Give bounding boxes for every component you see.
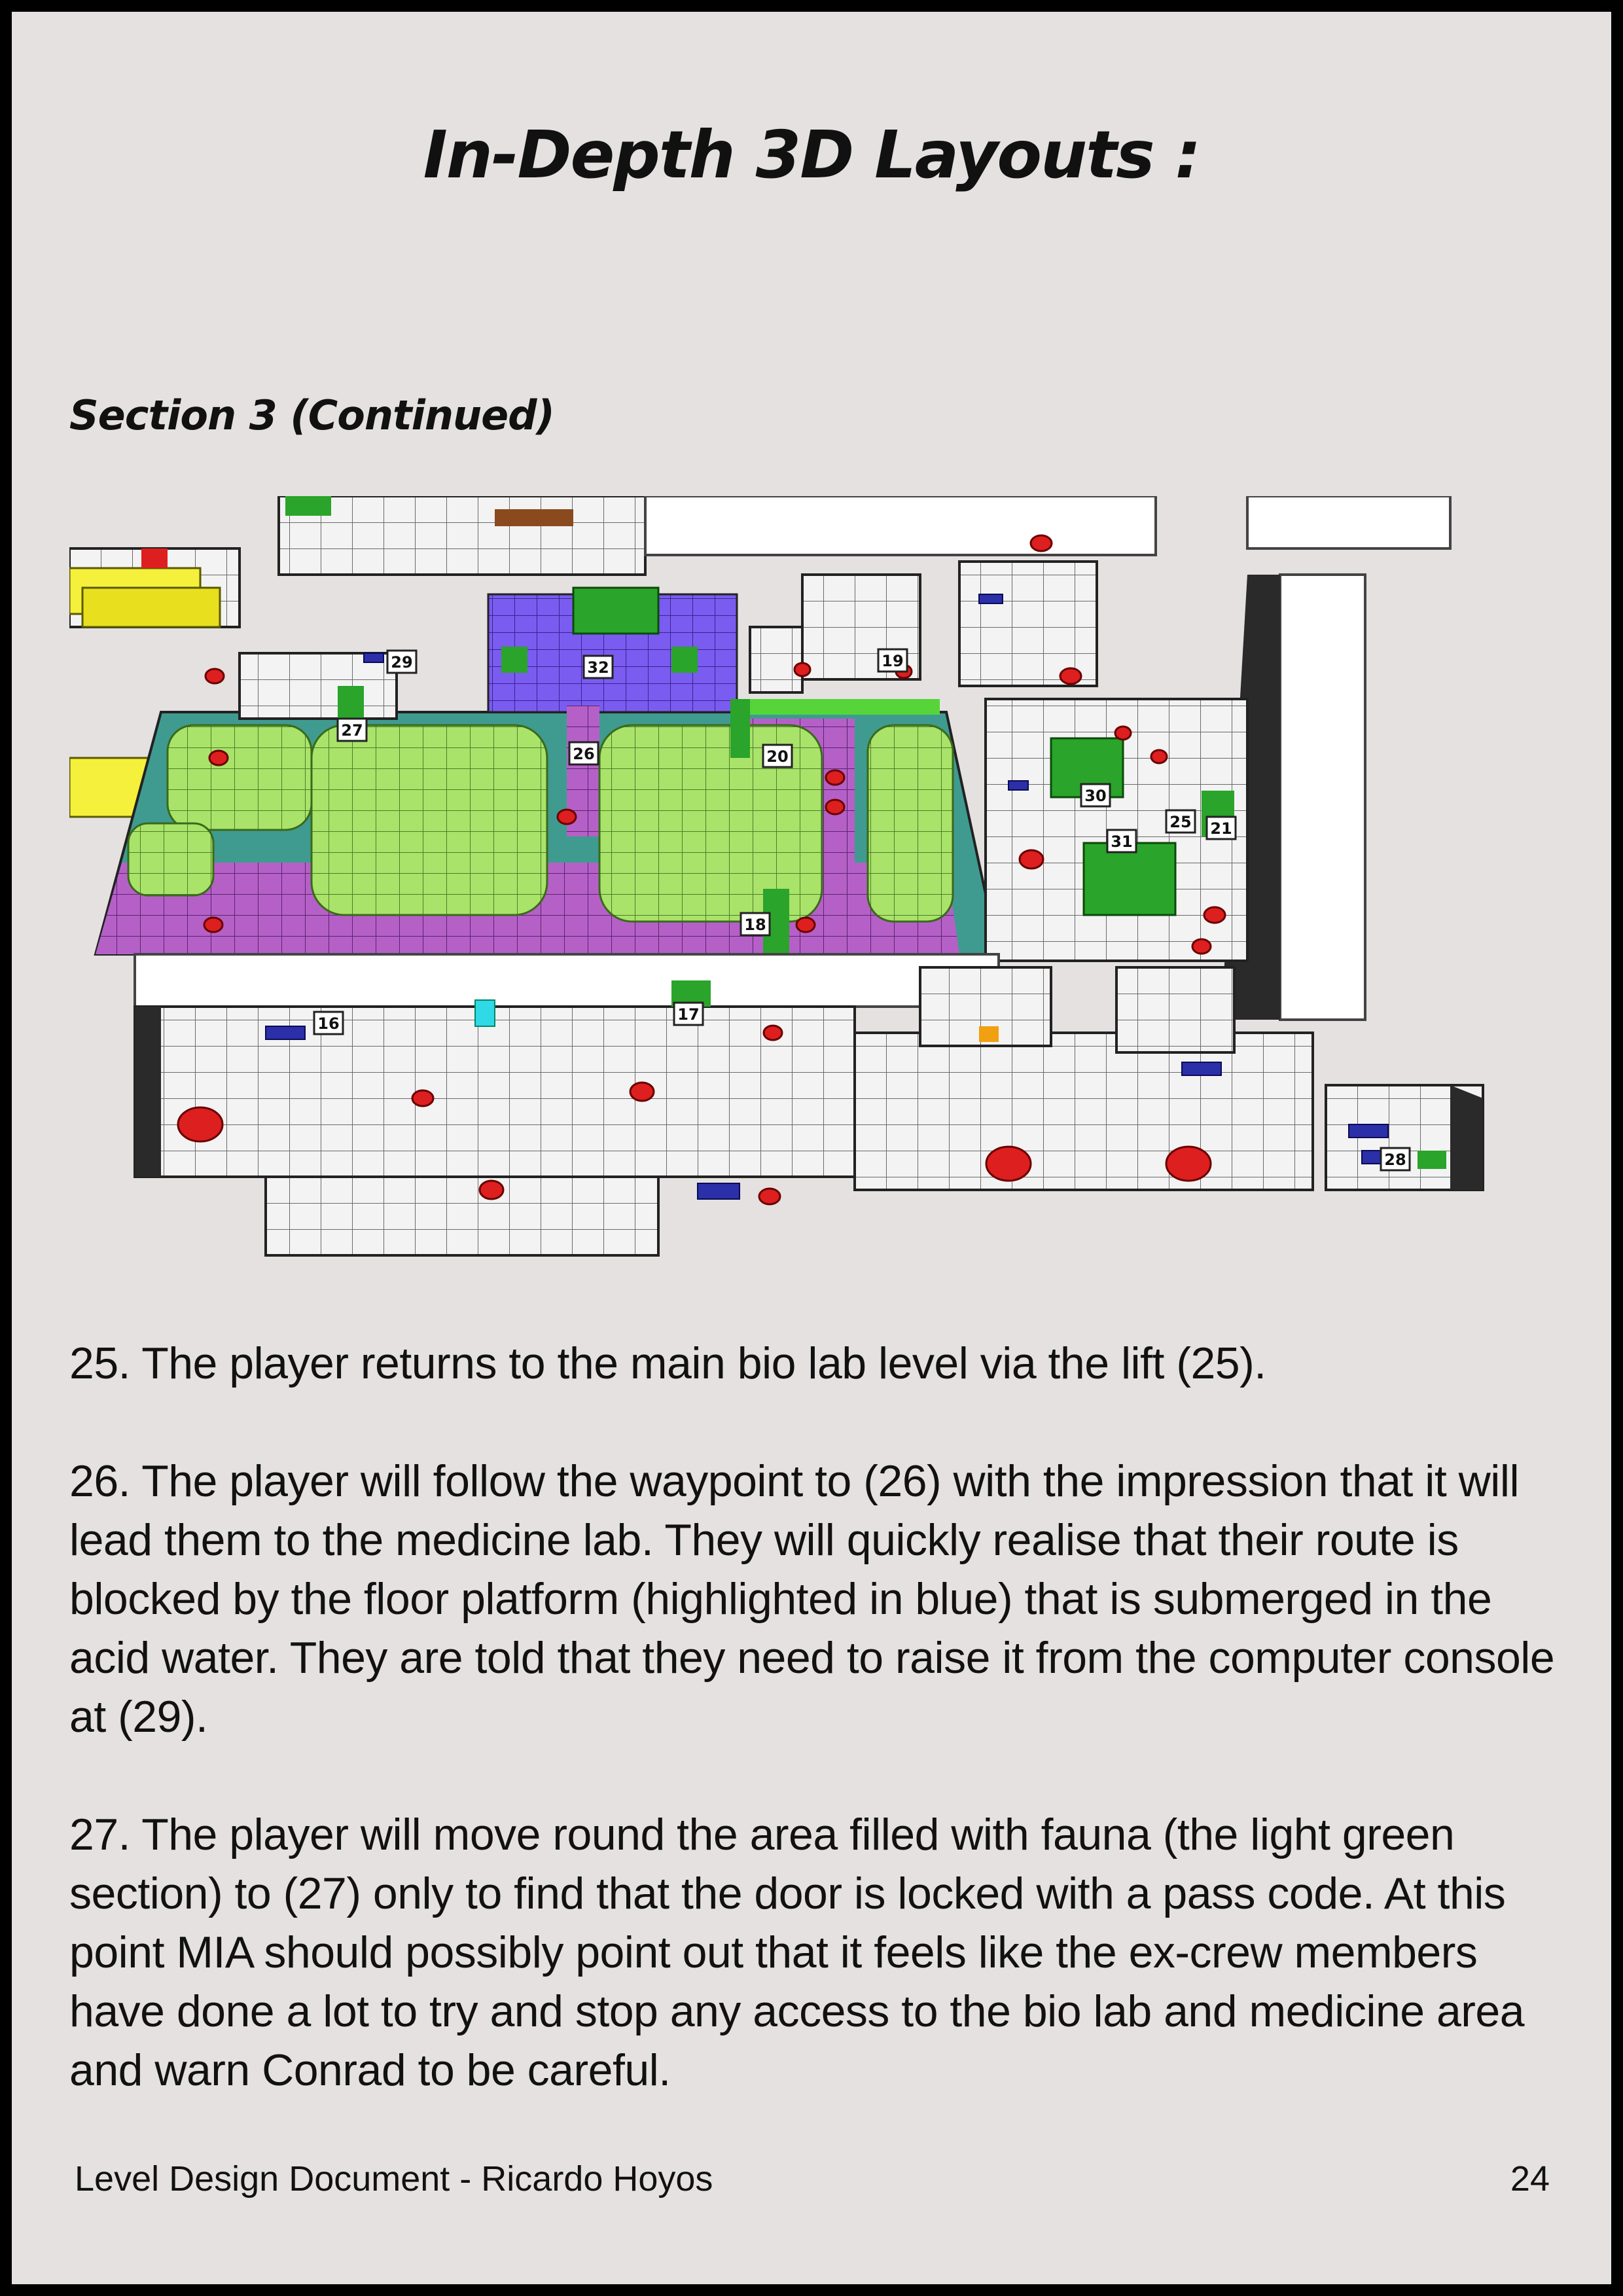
paragraph-27: 27. The player will move round the area … xyxy=(69,1810,1525,2095)
map-label-32: 32 xyxy=(582,655,614,679)
level-layout-3d-map: 16 17 18 19 20 21 25 26 27 28 29 30 31 3… xyxy=(69,496,1548,1282)
right-lab-area xyxy=(749,560,1249,962)
map-label-25: 25 xyxy=(1165,809,1196,834)
svg-text:28: 28 xyxy=(1384,1151,1406,1169)
map-label-20: 20 xyxy=(762,744,793,768)
map-label-18: 18 xyxy=(740,912,771,937)
paragraph-25: 25. The player returns to the main bio l… xyxy=(69,1338,1266,1388)
svg-text:20: 20 xyxy=(766,747,788,766)
svg-text:31: 31 xyxy=(1111,833,1132,851)
svg-text:25: 25 xyxy=(1169,813,1191,831)
green-console-28 xyxy=(1418,1151,1446,1169)
blue-objects xyxy=(265,594,1389,1200)
body-text: 25. The player returns to the main bio l… xyxy=(69,1334,1575,2159)
svg-text:26: 26 xyxy=(573,745,594,763)
section-heading: Section 3 (Continued) xyxy=(69,391,555,439)
svg-text:17: 17 xyxy=(677,1005,699,1024)
svg-text:21: 21 xyxy=(1210,819,1232,838)
svg-text:18: 18 xyxy=(744,916,766,934)
map-label-30: 30 xyxy=(1080,783,1111,808)
map-label-31: 31 xyxy=(1106,829,1137,853)
footer-page-number: 24 xyxy=(1510,2159,1550,2198)
map-label-29: 29 xyxy=(386,649,418,674)
document-page: In-Depth 3D Layouts : Section 3 (Continu… xyxy=(12,12,1611,2284)
map-label-26: 26 xyxy=(568,741,599,766)
svg-text:16: 16 xyxy=(317,1014,339,1033)
map-label-19: 19 xyxy=(877,648,908,673)
svg-text:19: 19 xyxy=(882,652,903,670)
paragraph-26: 26. The player will follow the waypoint … xyxy=(69,1456,1555,1742)
footer-document-label: Level Design Document - Ricardo Hoyos xyxy=(75,2159,713,2198)
svg-text:30: 30 xyxy=(1084,787,1106,805)
lower-rooms xyxy=(134,953,1484,1257)
map-label-21: 21 xyxy=(1205,816,1237,840)
svg-text:27: 27 xyxy=(341,721,363,740)
svg-text:32: 32 xyxy=(587,658,609,677)
map-label-28: 28 xyxy=(1380,1147,1411,1172)
map-label-17: 17 xyxy=(673,1001,704,1026)
map-label-16: 16 xyxy=(313,1011,344,1035)
acid-pool-area xyxy=(94,586,1001,956)
map-label-27: 27 xyxy=(336,717,368,742)
level-layout-map-svg: 16 17 18 19 20 21 25 26 27 28 29 30 31 3… xyxy=(69,496,1484,1257)
red-objects xyxy=(177,534,1226,1206)
page-title: In-Depth 3D Layouts : xyxy=(423,117,1202,193)
svg-text:29: 29 xyxy=(391,653,412,672)
